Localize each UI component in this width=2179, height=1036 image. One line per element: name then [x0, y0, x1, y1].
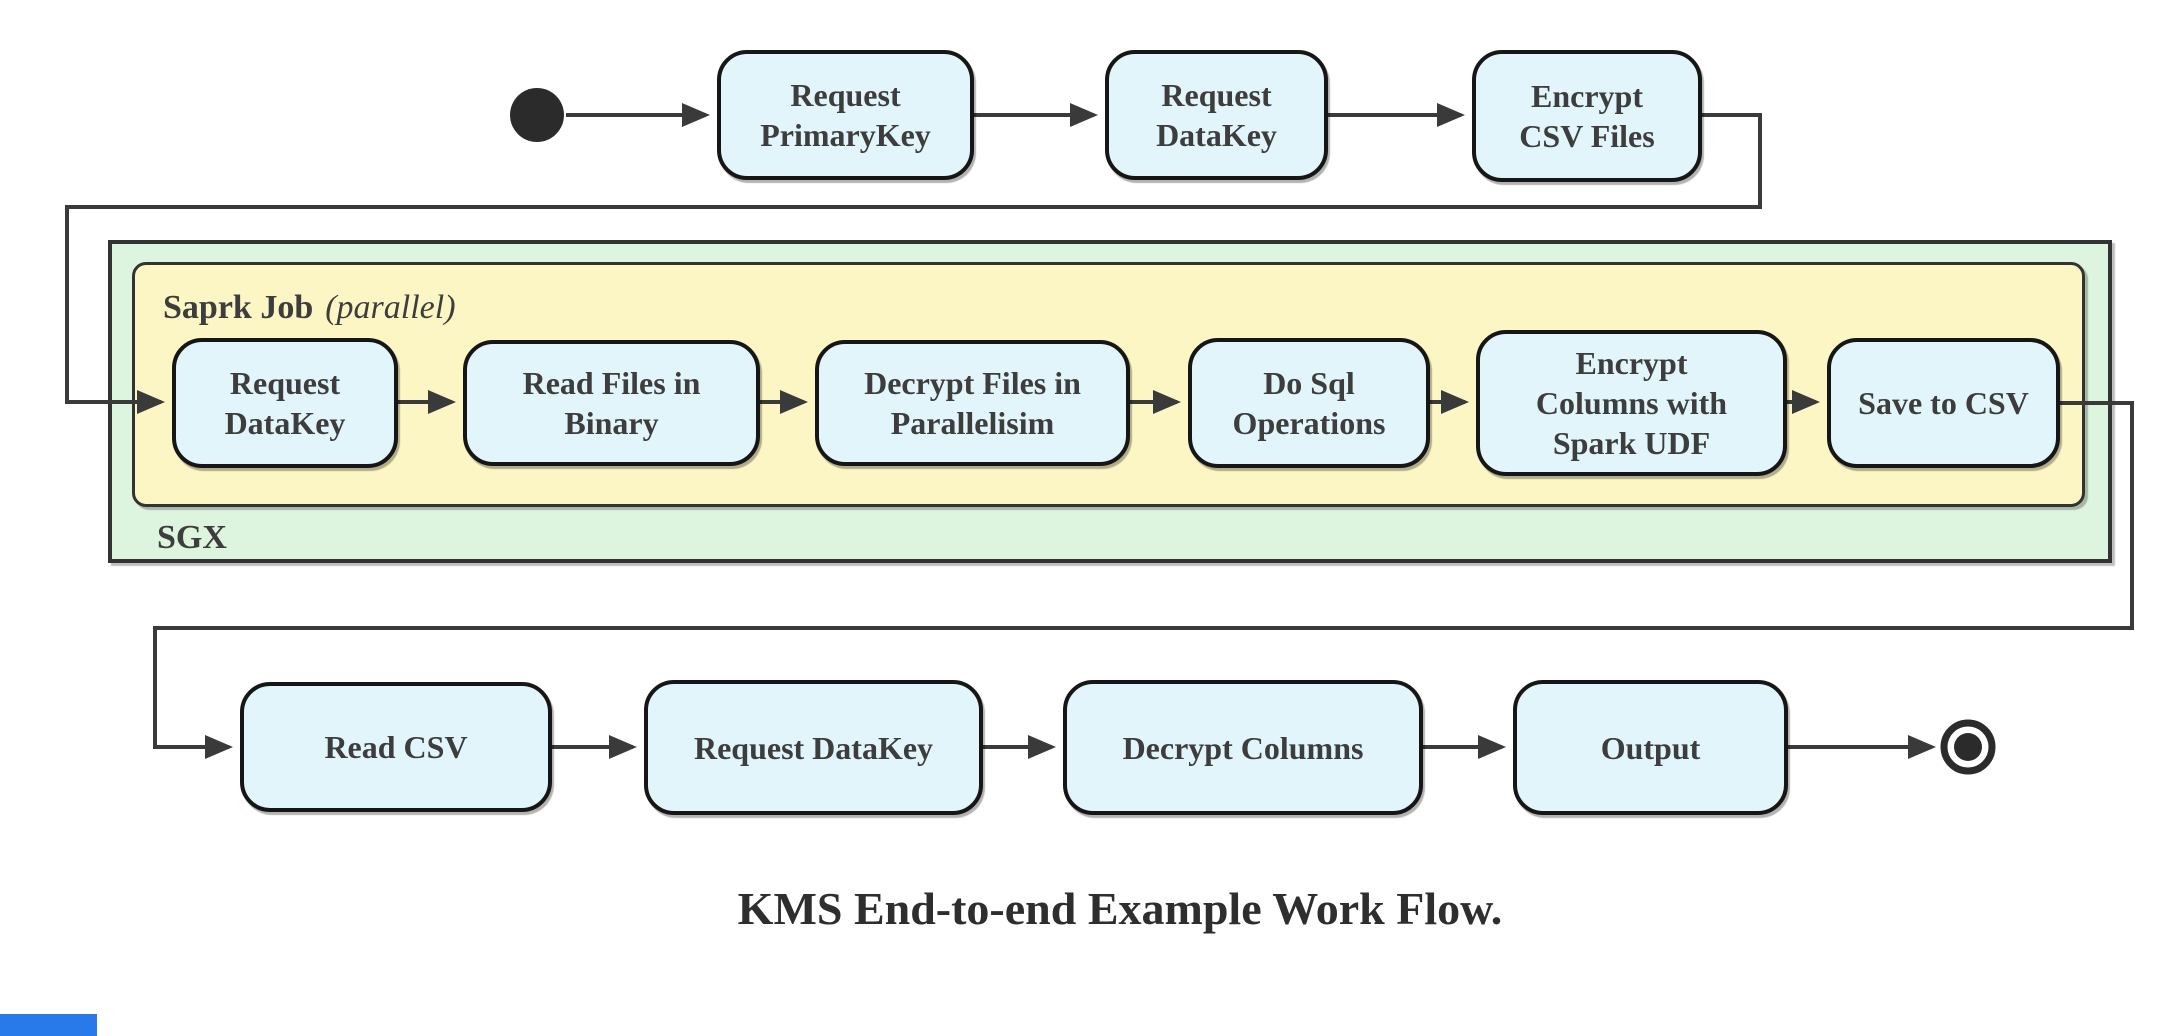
node-request-datakey-bottom: Request DataKey — [644, 680, 983, 815]
node-encrypt-csv-files: Encrypt CSV Files — [1472, 50, 1702, 182]
node-output: Output — [1513, 680, 1788, 815]
node-request-datakey-top: Request DataKey — [1105, 50, 1328, 180]
node-encrypt-columns-with-spark-udf: Encrypt Columns with Spark UDF — [1476, 330, 1787, 476]
node-request-datakey-spark: Request DataKey — [172, 338, 398, 468]
final-state-icon — [1940, 719, 1996, 775]
diagram-title: KMS End-to-end Example Work Flow. — [737, 883, 1503, 934]
node-save-to-csv: Save to CSV — [1827, 338, 2060, 468]
spark-job-parallel-annotation: (parallel) — [325, 289, 456, 326]
horizontal-scrollbar-thumb[interactable] — [0, 1014, 97, 1036]
start-state-icon — [510, 88, 564, 142]
node-request-primarykey: Request PrimaryKey — [717, 50, 974, 180]
node-read-files-in-binary: Read Files in Binary — [463, 340, 760, 466]
node-decrypt-columns: Decrypt Columns — [1063, 680, 1423, 815]
spark-job-container-label: Saprk Job (parallel) — [163, 288, 456, 328]
node-read-csv: Read CSV — [240, 682, 552, 812]
spark-job-label-text: Saprk Job — [163, 289, 314, 326]
node-decrypt-files-in-parallelisim: Decrypt Files in Parallelisim — [815, 340, 1130, 466]
sgx-container-label: SGX — [157, 519, 227, 556]
node-do-sql-operations: Do Sql Operations — [1188, 338, 1430, 468]
